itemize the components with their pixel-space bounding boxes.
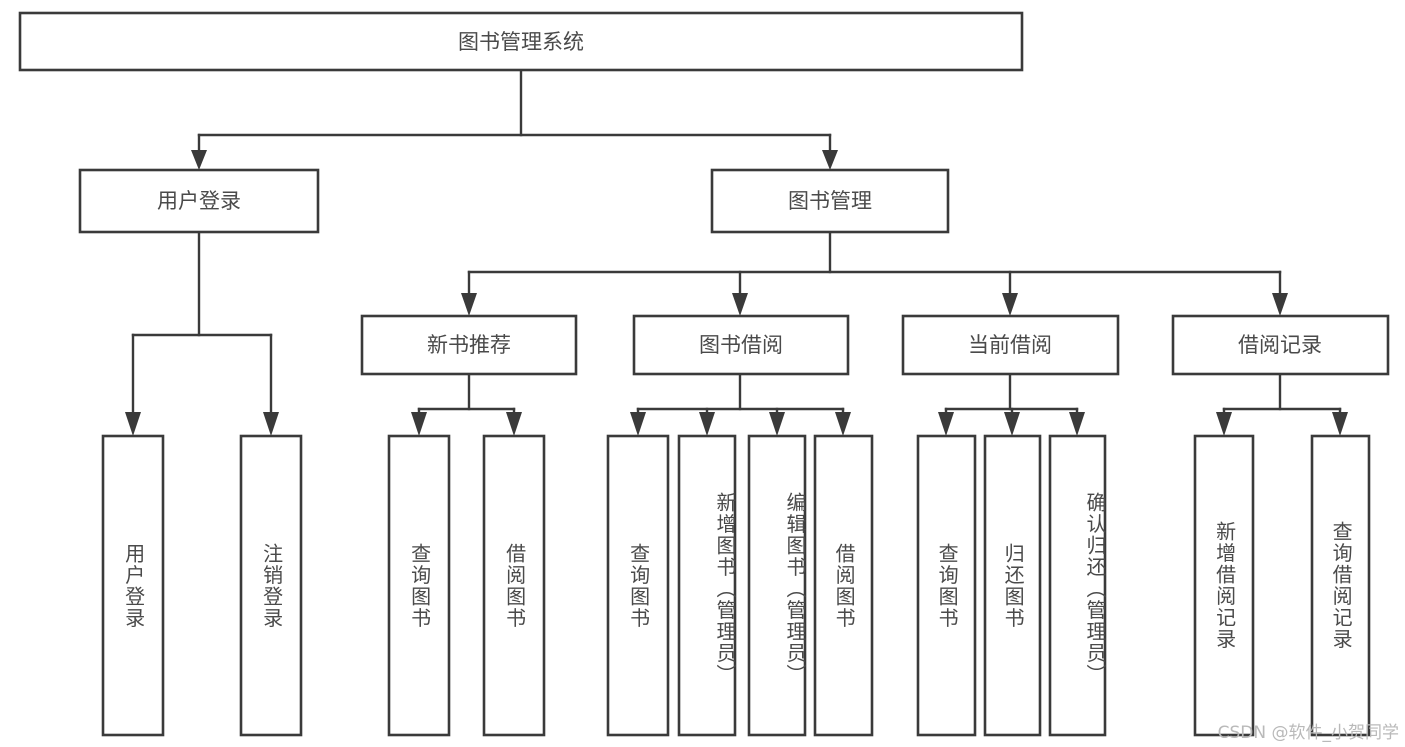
leaf-box-bb-edit-book[interactable] (747, 434, 807, 737)
node-book-borrow-label: 图书借阅 (699, 333, 783, 357)
node-new-book-recommend-label: 新书推荐 (427, 333, 511, 357)
node-book-borrow[interactable]: 图书借阅 (632, 314, 850, 376)
connector-bookborrow-to-leaves (630, 372, 851, 436)
leaf-box-br-query-record[interactable] (1310, 434, 1371, 737)
connector-currentborrow-to-leaves (938, 372, 1085, 436)
leaf-box-bb-add-book[interactable] (677, 434, 737, 737)
connector-borrowrecord-to-leaves (1216, 372, 1348, 436)
node-book-management[interactable]: 图书管理 (710, 168, 950, 234)
leaf-box-bb-borrow-book[interactable] (813, 434, 874, 737)
node-root[interactable]: 图书管理系统 (18, 11, 1024, 72)
node-borrow-record-label: 借阅记录 (1238, 333, 1322, 357)
connector-newbook-to-leaves (411, 372, 522, 436)
leaf-box-bb-query-book[interactable] (606, 434, 670, 737)
csdn-watermark: CSDN @软件_小贺同学 (1217, 723, 1399, 743)
node-current-borrow-label: 当前借阅 (968, 333, 1052, 357)
leaf-box-user-login[interactable] (101, 434, 165, 737)
node-borrow-record[interactable]: 借阅记录 (1171, 314, 1390, 376)
leaf-box-nb-query-book[interactable] (387, 434, 451, 737)
node-user-login-label: 用户登录 (157, 189, 241, 213)
node-current-borrow[interactable]: 当前借阅 (901, 314, 1120, 376)
connector-bookmgmt-to-level3 (461, 230, 1288, 316)
node-book-management-label: 图书管理 (788, 189, 872, 213)
node-user-login[interactable]: 用户登录 (78, 168, 320, 234)
leaf-box-nb-borrow-book[interactable] (482, 434, 546, 737)
leaf-box-cb-query-book[interactable] (916, 434, 977, 737)
node-new-book-recommend[interactable]: 新书推荐 (360, 314, 578, 376)
leaf-box-logout[interactable] (239, 434, 303, 737)
node-root-label: 图书管理系统 (458, 30, 584, 54)
leaf-box-br-add-record[interactable] (1193, 434, 1255, 737)
connector-userlogin-to-leaves (125, 230, 279, 436)
connector-root-to-level2 (191, 68, 838, 170)
leaf-box-cb-return-book[interactable] (983, 434, 1042, 737)
leaf-box-cb-confirm-return[interactable] (1048, 434, 1107, 737)
